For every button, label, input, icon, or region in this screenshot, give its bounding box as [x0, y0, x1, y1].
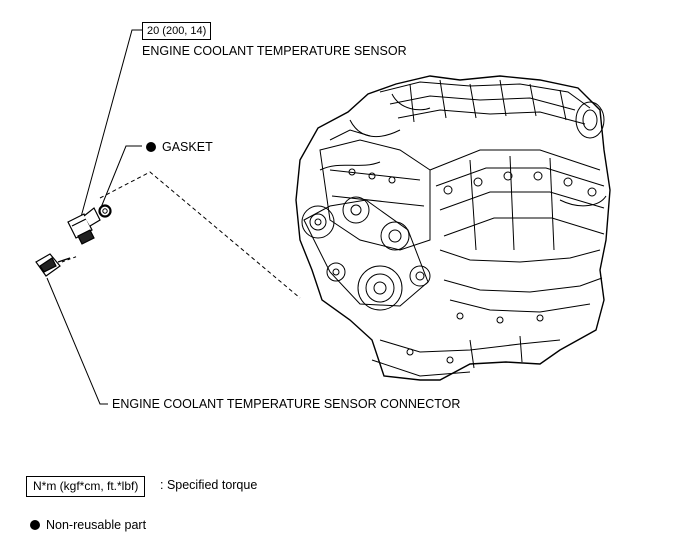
connector-drawing	[35, 253, 71, 277]
legend-torque-desc: : Specified torque	[160, 478, 258, 492]
non-reusable-dot-icon	[30, 520, 40, 530]
gasket-drawing	[98, 204, 112, 218]
gasket-leader-line	[99, 145, 142, 211]
gasket-callout: GASKET	[146, 140, 213, 154]
non-reusable-dot-icon	[146, 142, 156, 152]
engine-drawing	[295, 75, 611, 381]
connector-leader-line	[46, 277, 108, 405]
legend-torque-unit-box: N*m (kgf*cm, ft.*lbf)	[26, 476, 146, 497]
legend-nonreusable: Non-reusable part	[30, 518, 146, 532]
assembly-dashed-line	[99, 171, 301, 299]
legend-nonreusable-desc: Non-reusable part	[46, 518, 147, 532]
connector-label: ENGINE COOLANT TEMPERATURE SENSOR CONNEC…	[112, 397, 461, 411]
coolant-sensor-drawing	[67, 207, 101, 245]
sensor-leader-line	[77, 29, 142, 229]
sensor-label: ENGINE COOLANT TEMPERATURE SENSOR	[142, 44, 407, 58]
gasket-label: GASKET	[162, 140, 213, 154]
sensor-torque-box: 20 (200, 14)	[142, 22, 212, 40]
